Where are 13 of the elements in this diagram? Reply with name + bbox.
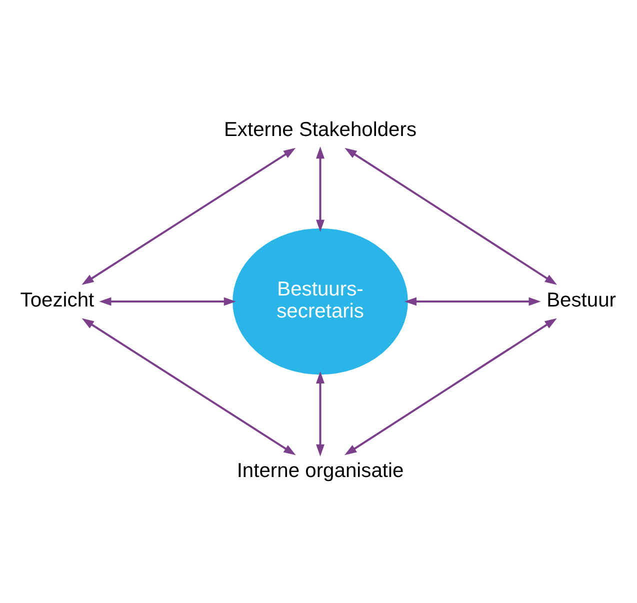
arrow bbox=[344, 318, 557, 456]
arrow bbox=[99, 297, 236, 306]
node-text: Interne organisatie bbox=[236, 460, 404, 482]
node-text: Toezicht bbox=[20, 290, 94, 312]
node-ellipse: Bestuurs- secretaris bbox=[232, 228, 408, 375]
arrow bbox=[82, 318, 296, 456]
arrow bbox=[316, 371, 324, 456]
arrow bbox=[82, 148, 296, 285]
arrow bbox=[404, 297, 541, 306]
node-text: Bestuur bbox=[546, 290, 616, 312]
arrow bbox=[344, 148, 558, 285]
node-text: Externe Stakeholders bbox=[224, 119, 417, 142]
arrow bbox=[316, 146, 324, 232]
